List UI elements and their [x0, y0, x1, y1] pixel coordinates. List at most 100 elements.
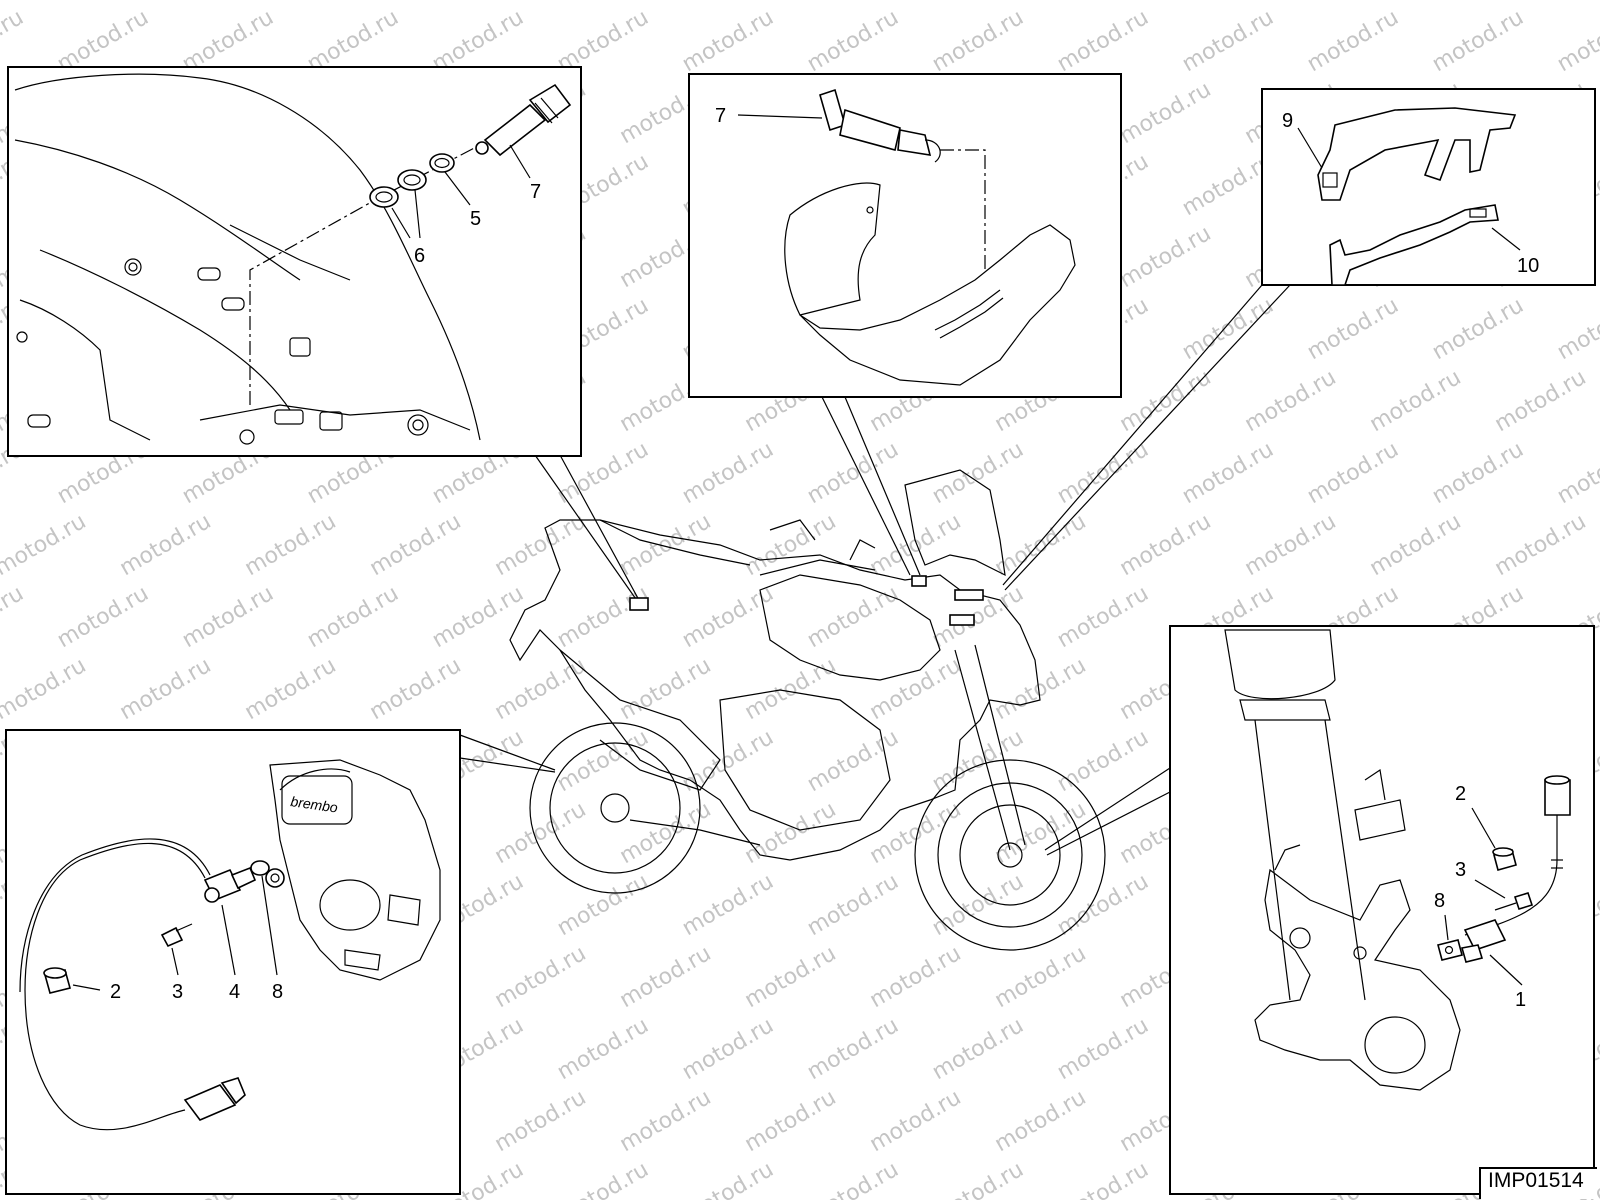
- watermark-text: motod.ru: [616, 509, 716, 581]
- watermark-text: motod.ru: [53, 581, 153, 653]
- panel-top-right: 9 10: [1261, 88, 1596, 286]
- watermark-text: motod.ru: [741, 1085, 841, 1157]
- watermark-text: motod.ru: [1303, 293, 1403, 365]
- watermark-text: motod.ru: [0, 581, 28, 653]
- callout-bl-8: 8: [272, 981, 283, 1003]
- watermark-text: motod.ru: [991, 1085, 1091, 1157]
- watermark-text: motod.ru: [616, 653, 716, 725]
- watermark-text: motod.ru: [491, 653, 591, 725]
- watermark-text: motod.ru: [741, 797, 841, 869]
- watermark-text: motod.ru: [553, 1013, 653, 1085]
- watermark-text: motod.ru: [678, 725, 778, 797]
- watermark-text: motod.ru: [428, 581, 528, 653]
- watermark-text: motod.ru: [116, 653, 216, 725]
- watermark-text: motod.ru: [1553, 5, 1600, 77]
- watermark-text: motod.ru: [1428, 437, 1528, 509]
- watermark-text: motod.ru: [1491, 0, 1591, 5]
- watermark-text: motod.ru: [1366, 365, 1466, 437]
- callout-br-8: 8: [1434, 890, 1445, 912]
- callout-br-3: 3: [1455, 859, 1466, 881]
- watermark-text: motod.ru: [928, 1157, 1028, 1200]
- watermark-text: motod.ru: [366, 509, 466, 581]
- callout-bl-2: 2: [110, 981, 121, 1003]
- watermark-text: motod.ru: [1053, 1157, 1153, 1200]
- watermark-text: motod.ru: [991, 0, 1091, 5]
- watermark-text: motod.ru: [1116, 77, 1216, 149]
- watermark-text: motod.ru: [803, 1157, 903, 1200]
- watermark-text: motod.ru: [741, 0, 841, 5]
- watermark-text: motod.ru: [1366, 509, 1466, 581]
- callout-bl-3: 3: [172, 981, 183, 1003]
- watermark-text: motod.ru: [0, 509, 90, 581]
- callout-tc-7: 7: [715, 105, 726, 127]
- watermark-text: motod.ru: [1491, 365, 1591, 437]
- panel-bottom-left: brembo 2 3 4 8: [5, 729, 461, 1195]
- watermark-text: motod.ru: [678, 437, 778, 509]
- callout-br-2: 2: [1455, 783, 1466, 805]
- watermark-text: motod.ru: [1053, 581, 1153, 653]
- watermark-text: motod.ru: [616, 941, 716, 1013]
- watermark-text: motod.ru: [553, 581, 653, 653]
- watermark-text: motod.ru: [366, 0, 466, 5]
- watermark-text: motod.ru: [928, 725, 1028, 797]
- watermark-text: motod.ru: [1303, 5, 1403, 77]
- drawing-code-box: [1479, 1167, 1597, 1199]
- callout-tl-6: 6: [414, 245, 425, 267]
- watermark-text: motod.ru: [678, 5, 778, 77]
- watermark-text: motod.ru: [678, 1013, 778, 1085]
- watermark-text: motod.ru: [553, 869, 653, 941]
- watermark-text: motod.ru: [1053, 1013, 1153, 1085]
- watermark-text: motod.ru: [741, 941, 841, 1013]
- watermark-text: motod.ru: [553, 1157, 653, 1200]
- callout-tl-5: 5: [470, 208, 481, 230]
- watermark-text: motod.ru: [678, 869, 778, 941]
- watermark-text: motod.ru: [928, 5, 1028, 77]
- watermark-text: motod.ru: [178, 581, 278, 653]
- watermark-text: motod.ru: [491, 797, 591, 869]
- watermark-text: motod.ru: [1241, 365, 1341, 437]
- callout-bl-4: 4: [229, 981, 240, 1003]
- watermark-text: motod.ru: [1241, 0, 1341, 5]
- watermark-text: motod.ru: [803, 725, 903, 797]
- watermark-text: motod.ru: [803, 581, 903, 653]
- watermark-text: motod.ru: [1053, 725, 1153, 797]
- watermark-text: motod.ru: [1178, 5, 1278, 77]
- watermark-text: motod.ru: [491, 1085, 591, 1157]
- watermark-text: motod.ru: [241, 509, 341, 581]
- watermark-text: motod.ru: [866, 1085, 966, 1157]
- watermark-text: motod.ru: [616, 0, 716, 5]
- watermark-text: motod.ru: [678, 1157, 778, 1200]
- watermark-text: motod.ru: [866, 653, 966, 725]
- watermark-text: motod.ru: [991, 941, 1091, 1013]
- watermark-text: motod.ru: [1116, 365, 1216, 437]
- watermark-text: motod.ru: [1116, 509, 1216, 581]
- watermark-text: motod.ru: [991, 653, 1091, 725]
- watermark-text: motod.ru: [1116, 0, 1216, 5]
- callout-tr-10: 10: [1517, 255, 1539, 277]
- watermark-text: motod.ru: [1178, 293, 1278, 365]
- watermark-text: motod.ru: [1116, 221, 1216, 293]
- watermark-text: motod.ru: [0, 653, 90, 725]
- watermark-text: motod.ru: [1053, 5, 1153, 77]
- panel-bottom-right: 2 3 8 1: [1169, 625, 1595, 1195]
- watermark-text: motod.ru: [241, 653, 341, 725]
- watermark-text: motod.ru: [928, 437, 1028, 509]
- watermark-text: motod.ru: [116, 0, 216, 5]
- brembo-logo: brembo: [290, 793, 339, 815]
- watermark-text: motod.ru: [1428, 293, 1528, 365]
- watermark-text: motod.ru: [1428, 5, 1528, 77]
- watermark-text: motod.ru: [866, 0, 966, 5]
- callout-tl-7: 7: [530, 181, 541, 203]
- panel-leader-lines: [459, 284, 1291, 856]
- watermark-text: motod.ru: [241, 0, 341, 5]
- watermark-text: motod.ru: [1553, 437, 1600, 509]
- watermark-text: motod.ru: [803, 5, 903, 77]
- watermark-text: motod.ru: [0, 0, 90, 5]
- watermark-text: motod.ru: [866, 941, 966, 1013]
- watermark-text: motod.ru: [491, 0, 591, 5]
- panel-top-center: 7: [688, 73, 1122, 398]
- watermark-text: motod.ru: [1178, 437, 1278, 509]
- watermark-text: motod.ru: [741, 653, 841, 725]
- watermark-text: motod.ru: [991, 509, 1091, 581]
